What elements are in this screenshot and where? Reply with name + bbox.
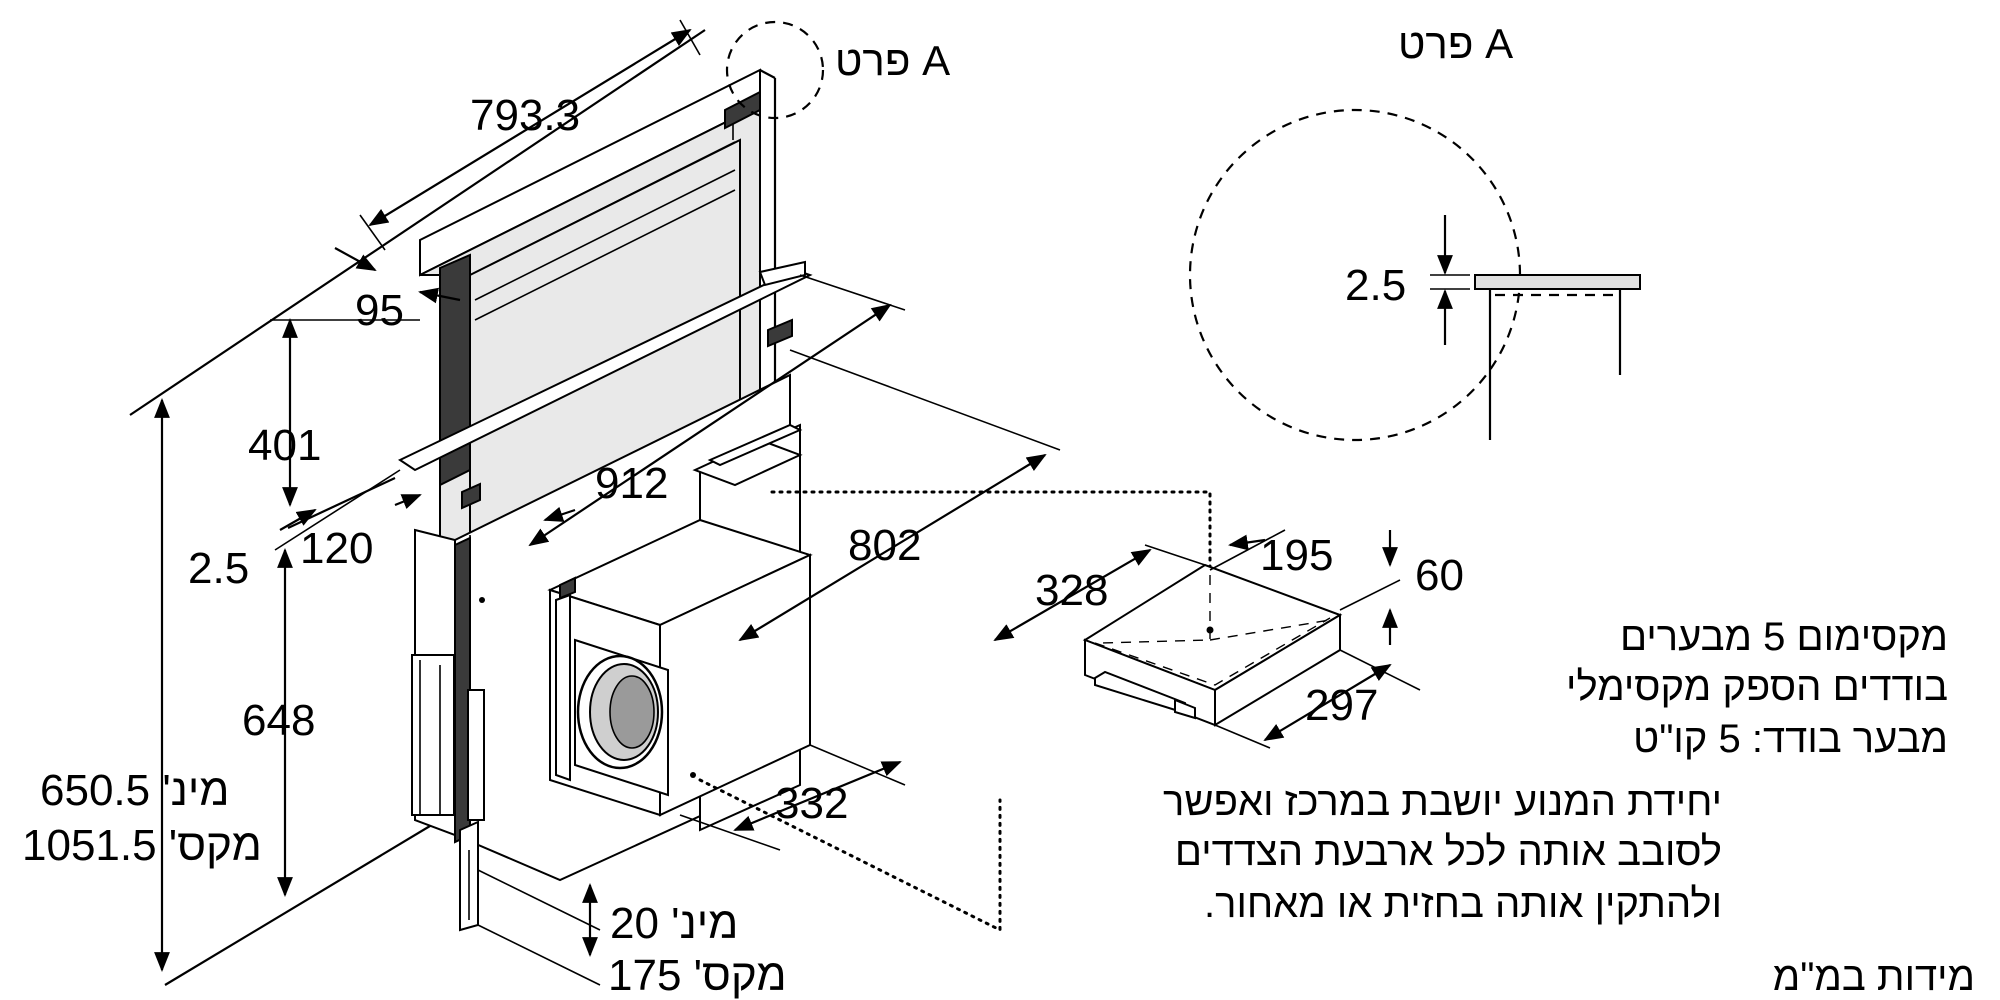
dim-body-height: 648 <box>242 696 315 745</box>
note-motor-1: יחידת המנוע יושבת במרכז ואפשר <box>1163 780 1722 824</box>
dim-height-exposed: 401 <box>248 421 321 470</box>
note-transformers-1: מקסימום 5 מבערים <box>1620 615 1948 659</box>
dim-box-depth: 328 <box>1035 566 1108 615</box>
dimension-lines <box>154 19 1061 986</box>
note-transformers-3: מבער בודד: 5 קו"ט <box>1633 717 1948 761</box>
dim-box-height: 60 <box>1415 551 1464 600</box>
note-units: מידות במ"מ <box>1773 955 1975 999</box>
dim-width-top: 793.3 <box>470 91 580 140</box>
note-transformers-2: בודדים הספק מקסימלי <box>1566 665 1948 709</box>
dim-detail-thickness: 2.5 <box>1345 261 1406 310</box>
notes: מקסימום 5 מבערים בודדים הספק מקסימלי מבע… <box>1163 615 1975 999</box>
dim-depth-top: 95 <box>355 286 404 335</box>
dim-total-max: מקס' 1051.5 <box>22 821 262 870</box>
dim-bottom-max: מקס' 175 <box>608 951 787 1000</box>
detail-a <box>1188 108 1641 442</box>
note-motor-3: ולהתקין אותה בחזית או מאחור. <box>1204 882 1722 926</box>
dim-bottom-min: מינ' 20 <box>610 899 738 948</box>
transformer-box <box>993 529 1421 749</box>
dim-box-length: 297 <box>1305 681 1378 730</box>
dim-total-min: מינ' 650.5 <box>40 766 230 815</box>
dim-glass-offset: 2.5 <box>188 544 249 593</box>
detail-label-main: פרט A <box>1398 20 1513 67</box>
dim-fan-depth: 332 <box>775 779 848 828</box>
dim-inset: 120 <box>300 524 373 573</box>
note-motor-2: לסובב אותה לכל ארבעת הצדדים <box>1175 830 1722 874</box>
dim-box-width: 195 <box>1260 531 1333 580</box>
dim-unit-depth: 802 <box>848 521 921 570</box>
dim-unit-width: 912 <box>595 459 668 508</box>
detail-label-top: פרט A <box>835 37 950 84</box>
